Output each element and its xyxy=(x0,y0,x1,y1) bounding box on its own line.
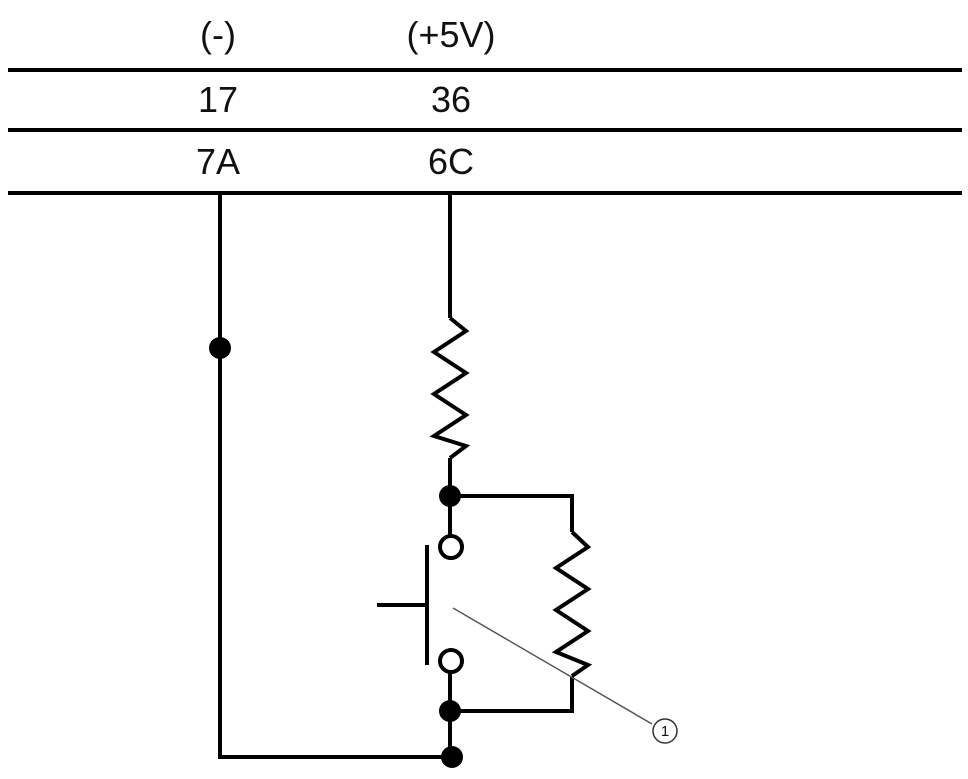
parallel-branch-wire xyxy=(448,494,574,713)
callout-number: 1 xyxy=(661,723,669,740)
terminal-positive-label: 6C xyxy=(428,141,474,182)
switch-contact-lower xyxy=(438,648,464,674)
switch-contact-upper xyxy=(438,534,464,560)
callout-circle xyxy=(652,718,678,744)
junction-dot-lower-node xyxy=(439,700,461,722)
junction-dot-negative xyxy=(209,337,231,359)
pin-negative-label: 17 xyxy=(198,79,238,120)
pin-positive-label: 36 xyxy=(431,79,471,120)
callout-leader-line xyxy=(452,607,653,725)
parallel-resistor xyxy=(551,530,593,678)
header-negative-label: (-) xyxy=(200,14,236,55)
series-resistor xyxy=(429,316,471,460)
negative-wire xyxy=(218,193,452,759)
header-positive-label: (+5V) xyxy=(406,14,495,55)
push-button-switch xyxy=(377,545,429,665)
junction-dot-bottom xyxy=(441,746,463,768)
terminal-negative-label: 7A xyxy=(196,141,240,182)
